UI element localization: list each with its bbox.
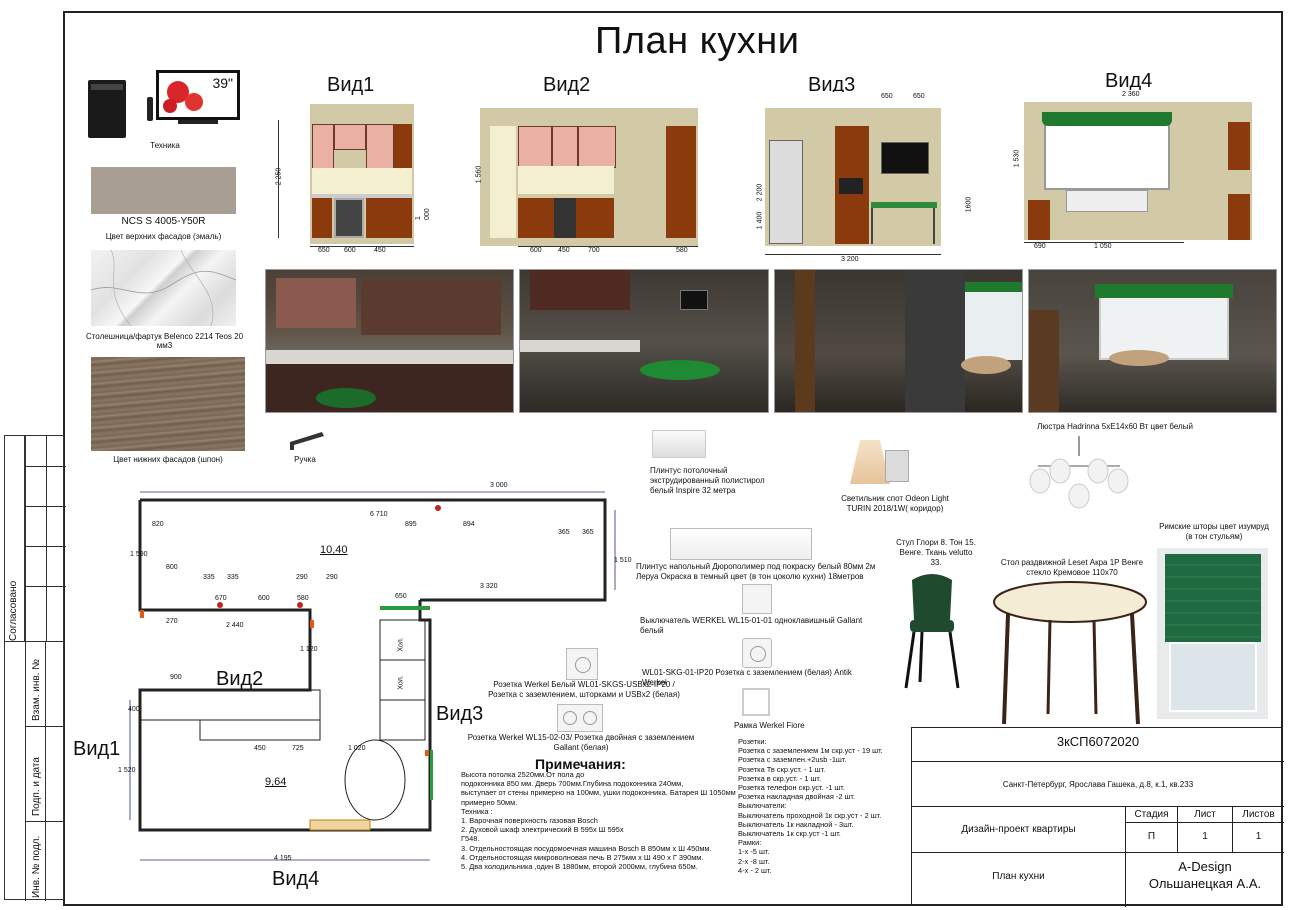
chair-picture (904, 574, 960, 689)
handle-label: Ручка (294, 455, 316, 464)
countertop-label: Столешница/фартук Belenco 2214 Teos 20 м… (85, 332, 244, 350)
drawing-frame (63, 11, 1283, 906)
project-code: 3кСП6072020 (1056, 734, 1140, 749)
upper-color-swatch (91, 167, 236, 214)
side-inv-repl: Взам. инв. № (31, 659, 42, 721)
plan-view1-label: Вид1 (73, 738, 121, 760)
elevation-view2: 1 560 600 450 700 580 (470, 100, 705, 255)
plan-view4-label: Вид4 (272, 868, 320, 890)
lower-color-swatch (91, 357, 245, 451)
fridge-label-2: Хол. (397, 675, 405, 690)
view4-title: Вид4 (1105, 70, 1153, 92)
frame-picture (742, 688, 770, 716)
side-strip: Согласовано Взам. инв. № Подп. и дата Ин… (4, 435, 66, 901)
socket-antik-label: WL01-SKG-01-IP20 Розетка с заземлением (… (642, 668, 852, 687)
render-view4 (1028, 269, 1277, 413)
col-stage: Стадия (1134, 809, 1169, 820)
ceiling-plinth-label: Плинтус потолочный экструдированный поли… (650, 466, 765, 495)
floor-plan (129, 491, 616, 861)
upper-color-label: Цвет верхних фасадов (эмаль) (105, 232, 222, 241)
area-kitchen: 9,64 (265, 776, 287, 788)
elevation-view4: 2 360 1 530 690 1 050 (1010, 90, 1272, 250)
remote-picture (147, 97, 153, 121)
view2-title: Вид2 (543, 74, 591, 96)
chandelier-picture (1029, 436, 1129, 509)
area-corridor: 10,40 (320, 544, 348, 556)
project-address: Санкт-Петербург, Ярослава Гашека, д.8, к… (1002, 780, 1194, 789)
lower-color-label: Цвет нижних фасадов (шпон) (113, 455, 223, 464)
switch-picture (742, 584, 772, 614)
socket-double-label: Розетка Werkel WL15-02-03/ Розетка двойн… (467, 733, 695, 752)
notes-body: Высота потолка 2520мм.От пола до подокон… (461, 770, 736, 872)
socket-usb-picture (566, 648, 598, 680)
plan-view2-label: Вид2 (216, 668, 264, 690)
countertop-swatch (91, 250, 236, 326)
elevation-view3: 650 650 2 200 1 400 1600 3 200 (755, 92, 975, 263)
upper-color-code: NCS S 4005-Y50R (121, 216, 206, 227)
render-view2 (519, 269, 769, 413)
table-picture (993, 581, 1147, 725)
author-name: Ольшанецкая А.А. (1148, 876, 1262, 891)
side-agreed: Согласовано (8, 580, 19, 641)
table-label: Стол раздвижной Leset Акра 1Р Венге стек… (1000, 558, 1144, 577)
socket-double-picture (557, 704, 603, 732)
ceiling-plinth-picture (652, 430, 706, 458)
tv-picture: 39" (156, 70, 240, 120)
title-block: 3кСП6072020 Санкт-Петербург, Ярослава Га… (911, 727, 1284, 907)
spot-label: Светильник спот Odeon Light TURIN 2018/1… (841, 494, 949, 513)
chair-label: Стул Глори 8. Тон 15. Венге. Ткань velut… (896, 538, 976, 567)
side-inv-orig: Инв. № подл. (31, 835, 42, 898)
sheet-value: 1 (1202, 831, 1208, 842)
socket-antik-picture (742, 638, 772, 668)
floor-plinth-picture (670, 528, 812, 560)
render-view3 (774, 269, 1023, 413)
col-sheet: Лист (1194, 809, 1216, 820)
socket-usb-label: Розетка Werkel Белый WL01-SKGS-USBx2-IP2… (488, 680, 680, 699)
plan-view3-label: Вид3 (436, 703, 484, 725)
frame-label: Рамка Werkel Fiore (734, 721, 805, 730)
notes-heading: Примечания: (535, 756, 626, 772)
floor-plinth-label: Плинтус напольный Дюрополимер под покрас… (636, 562, 876, 581)
stage-value: П (1147, 831, 1156, 842)
sheet-name: План кухни (992, 871, 1045, 882)
fridge-label-1: Хол. (397, 637, 405, 652)
curtains-picture (1157, 548, 1268, 719)
sheets-value: 1 (1255, 831, 1262, 842)
chandelier-label: Люстра Hadrinna 5xE14x60 Вт цвет белый (1037, 422, 1193, 431)
dishwasher-picture (88, 80, 126, 138)
appliances-label: Техника (150, 141, 180, 150)
tv-size: 39" (212, 75, 233, 91)
col-sheets: Листов (1242, 809, 1275, 820)
side-sign-date: Подп. и дата (31, 757, 42, 816)
view1-title: Вид1 (327, 74, 375, 96)
sockets-list: Розетки: Розетка с заземлением 1м скр.ус… (738, 737, 883, 875)
view3-title: Вид3 (808, 74, 856, 96)
render-view1 (265, 269, 514, 413)
elevation-view1: 2 250 650 600 450 1 000 (270, 100, 431, 255)
project-type: Дизайн-проект квартиры (961, 824, 1076, 835)
curtains-label: Римские шторы цвет изумруд (в тон стулья… (1159, 522, 1269, 541)
handle-picture (290, 432, 324, 450)
switch-label: Выключатель WERKEL WL15-01-01 одноклавиш… (640, 616, 863, 635)
company-name: A-Design (1178, 859, 1232, 874)
page-title: План кухни (595, 20, 800, 62)
